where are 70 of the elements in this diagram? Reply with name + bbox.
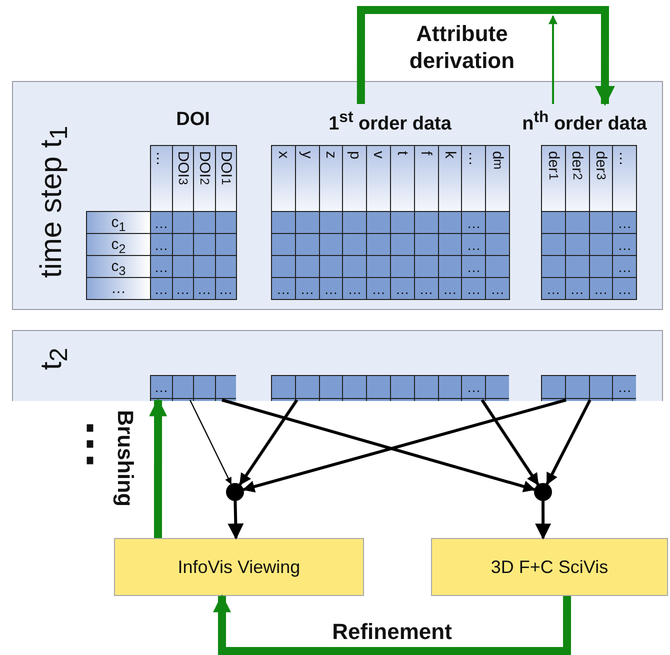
column-header: …: [612, 145, 637, 212]
arrow: [189, 400, 232, 485]
ellipsis: …: [150, 211, 172, 234]
ellipsis: …: [271, 277, 296, 300]
ellipsis: …: [150, 277, 172, 300]
column-header: t: [390, 145, 415, 212]
arrow: [228, 500, 244, 540]
process-box: 3D F+C SciVis: [431, 538, 668, 596]
ellipsis: …: [461, 375, 486, 399]
ellipsis: …: [366, 277, 391, 300]
column-header: x: [271, 145, 296, 212]
ellipsis: …: [564, 277, 590, 300]
ellipsis: …: [485, 277, 510, 300]
junction-dot: [534, 483, 552, 501]
ellipsis: …: [461, 211, 486, 234]
column-header: …: [150, 145, 172, 212]
table-heading: n$^{th}$ order data: [521, 109, 648, 136]
data-table: [271, 375, 509, 401]
ellipsis: …: [214, 277, 237, 300]
arrow: [480, 399, 540, 486]
arrow: [535, 501, 552, 540]
continuation-dots: ⋮: [66, 420, 96, 468]
ellipsis: …: [414, 277, 439, 300]
row-label: …: [86, 277, 151, 300]
time-step-panel: [12, 330, 663, 401]
column-header: f: [414, 145, 439, 212]
ellipsis: …: [461, 277, 486, 300]
ellipsis: …: [612, 233, 637, 256]
arrow: [548, 15, 558, 104]
arrow: [546, 399, 592, 486]
row-label: c$_{3}$: [86, 255, 151, 278]
table-heading: DOI: [175, 109, 211, 131]
ellipsis: …: [588, 277, 614, 300]
ellipsis: …: [318, 277, 344, 300]
ellipsis: …: [612, 375, 636, 399]
data-table: [541, 375, 636, 401]
ellipsis: …: [612, 255, 637, 278]
ellipsis: …: [342, 277, 368, 300]
process-box: InfoVis Viewing: [114, 538, 364, 596]
row-label: c$_{2}$: [86, 233, 151, 256]
column-header: k: [438, 145, 462, 212]
ellipsis: …: [172, 277, 194, 300]
arrow: [238, 399, 298, 486]
arrow: [149, 398, 168, 538]
table-heading: 1$^{st}$ order data: [328, 109, 452, 136]
ellipsis: …: [150, 375, 172, 399]
ellipsis: …: [612, 211, 637, 234]
column-header: y: [294, 145, 320, 212]
ellipsis: …: [541, 277, 566, 300]
column-header: v: [366, 145, 391, 212]
time-step-panel: [12, 81, 663, 310]
ellipsis: …: [612, 277, 637, 300]
junction-dot: [226, 483, 244, 501]
ellipsis: …: [461, 255, 486, 278]
column-header: p: [342, 145, 368, 212]
arrow: [242, 398, 566, 492]
ellipsis: …: [150, 233, 172, 256]
row-label: c$_{1}$: [86, 211, 151, 234]
ellipsis: …: [461, 233, 486, 256]
arrow: [222, 398, 536, 492]
ellipsis: …: [438, 277, 462, 300]
data-table: [150, 375, 236, 401]
column-header: …: [461, 145, 486, 212]
arrow: [213, 594, 572, 655]
ellipsis: …: [150, 255, 172, 278]
ellipsis: …: [294, 277, 320, 300]
arrow: [356, 6, 615, 106]
ellipsis: …: [193, 277, 216, 300]
ellipsis: …: [390, 277, 415, 300]
column-header: z: [318, 145, 344, 212]
